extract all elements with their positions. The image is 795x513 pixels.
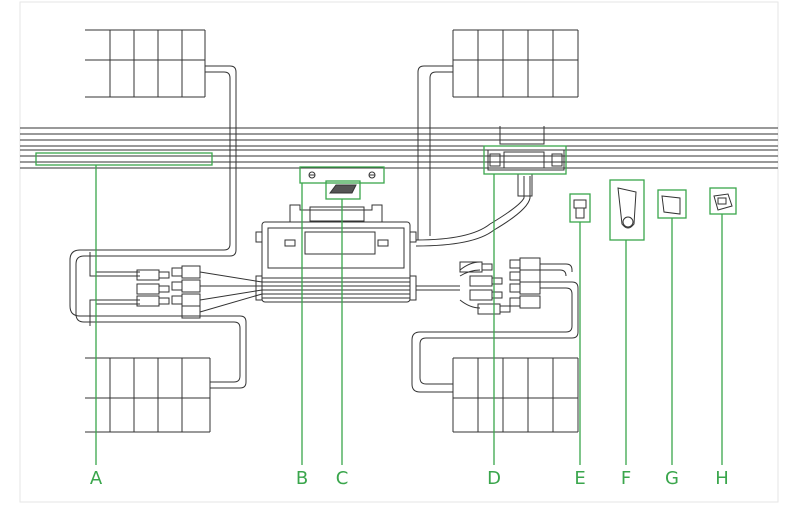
- figure-frame: [19, 1, 779, 503]
- ac-trunk-connector: [487, 126, 565, 171]
- left-connectors: [136, 265, 263, 319]
- right-connectors: [459, 257, 541, 315]
- callout-label-b: B: [295, 468, 309, 489]
- callout-label-d: D: [487, 468, 501, 489]
- pv-panel-top-right: [452, 29, 579, 98]
- unlock-tool: [617, 187, 637, 229]
- callout-label-a: A: [89, 468, 103, 489]
- callout-box-h: [709, 187, 737, 215]
- callout-box-f: [609, 179, 645, 241]
- callout-box-d: [483, 145, 567, 175]
- callout-box-a: [35, 152, 213, 166]
- right-cables: [411, 65, 579, 393]
- callout-box-g: [657, 189, 687, 219]
- end-cap: [573, 199, 587, 219]
- pv-panel-top-left: [85, 29, 206, 98]
- left-cables: [69, 65, 247, 389]
- pv-panel-bottom-right: [452, 357, 579, 433]
- inverter-mounting-bracket: [308, 171, 376, 179]
- bracket-clip: [329, 184, 357, 194]
- cable-clip: [661, 195, 681, 215]
- callout-label-g: G: [665, 468, 679, 489]
- microinverter: [255, 204, 417, 303]
- ac-trunk-cable: [415, 176, 525, 241]
- callout-lines: [35, 145, 737, 465]
- callout-label-c: C: [335, 468, 349, 489]
- connector-clip: [713, 193, 733, 211]
- callout-box-b: [299, 166, 385, 184]
- callout-label-e: E: [574, 468, 586, 489]
- mounting-rails: [20, 127, 778, 169]
- callout-label-h: H: [715, 468, 729, 489]
- callout-box-c: [325, 180, 361, 200]
- callout-label-f: F: [620, 468, 632, 489]
- pv-panel-bottom-left: [85, 357, 211, 433]
